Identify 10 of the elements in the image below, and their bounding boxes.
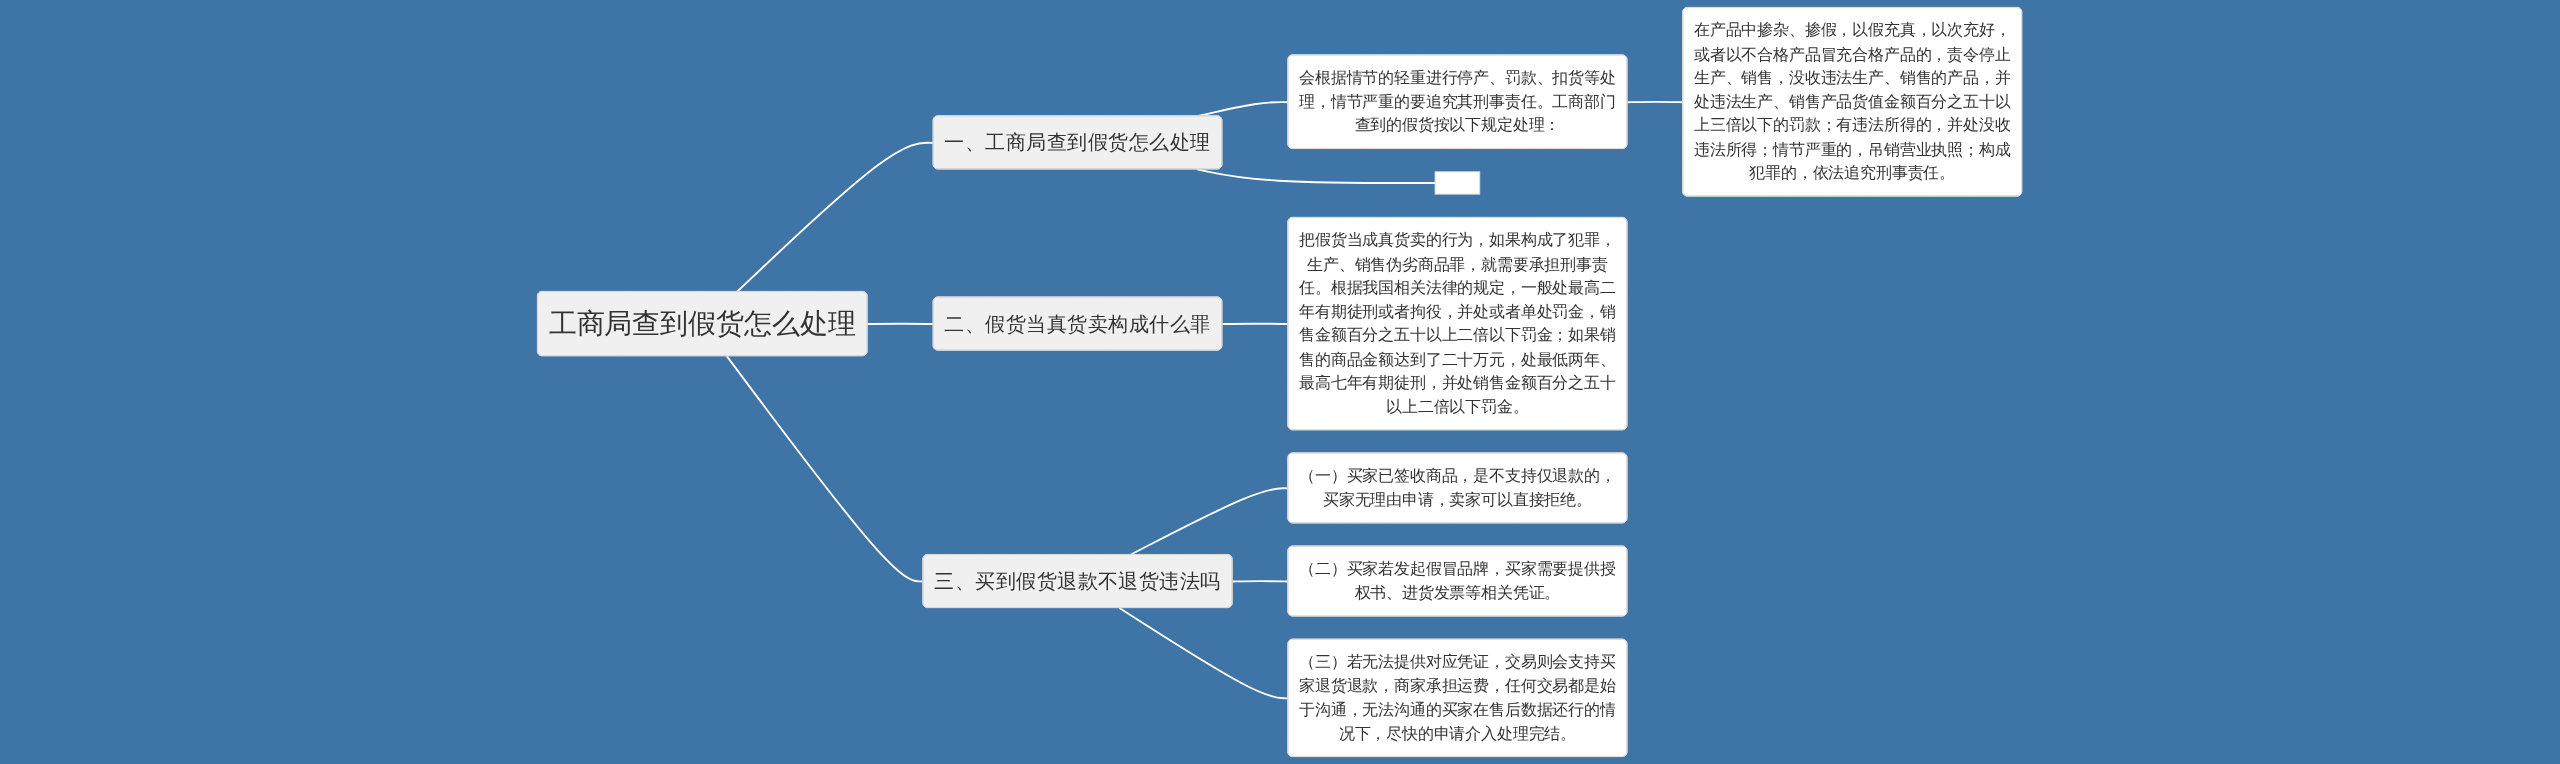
- connector: [1129, 487, 1290, 556]
- connector: [1221, 322, 1290, 325]
- connector: [1232, 580, 1290, 583]
- connector: [736, 141, 935, 293]
- connector: [726, 355, 925, 583]
- connector: [1626, 100, 1685, 104]
- connector: [1118, 607, 1290, 700]
- connector: [1196, 168, 1437, 184]
- connector: [867, 322, 935, 325]
- node-box: [1435, 171, 1481, 195]
